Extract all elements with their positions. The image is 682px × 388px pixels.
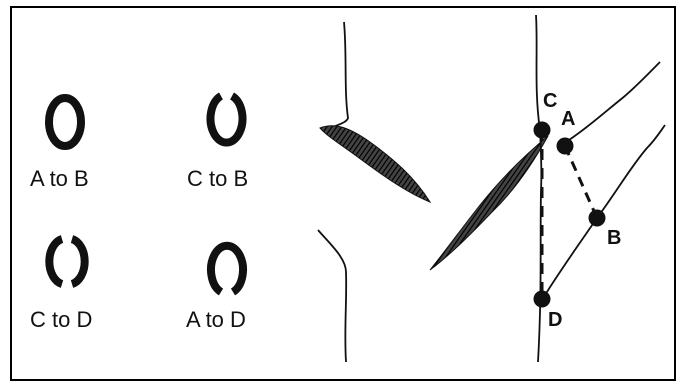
point-b-marker — [589, 210, 606, 227]
ring-label-a-to-d: A to D — [186, 307, 246, 333]
vessel-branch-upper — [560, 62, 660, 146]
ring-icon-a-to-b — [49, 98, 81, 146]
point-a-marker — [557, 138, 574, 155]
point-c-label: C — [543, 90, 557, 113]
point-d-label: D — [548, 309, 562, 332]
point-d-marker — [534, 291, 551, 308]
vessel-left-lower — [318, 230, 346, 362]
point-b-label: B — [607, 227, 621, 250]
ring-icon-c-to-d — [49, 239, 84, 284]
dashed-line-a-b — [565, 146, 597, 218]
ring-label-a-to-b: A to B — [30, 166, 89, 192]
point-c-marker — [534, 122, 551, 139]
ring-icon-a-to-d — [211, 246, 243, 292]
ring-label-c-to-b: C to B — [187, 166, 248, 192]
vessel-left-upper — [333, 22, 348, 127]
hatched-fragment-left — [320, 126, 430, 202]
hatched-fragment-right — [430, 136, 548, 270]
point-a-label: A — [561, 108, 575, 131]
ring-label-c-to-d: C to D — [30, 307, 92, 333]
ring-icon-c-to-b — [211, 96, 243, 143]
